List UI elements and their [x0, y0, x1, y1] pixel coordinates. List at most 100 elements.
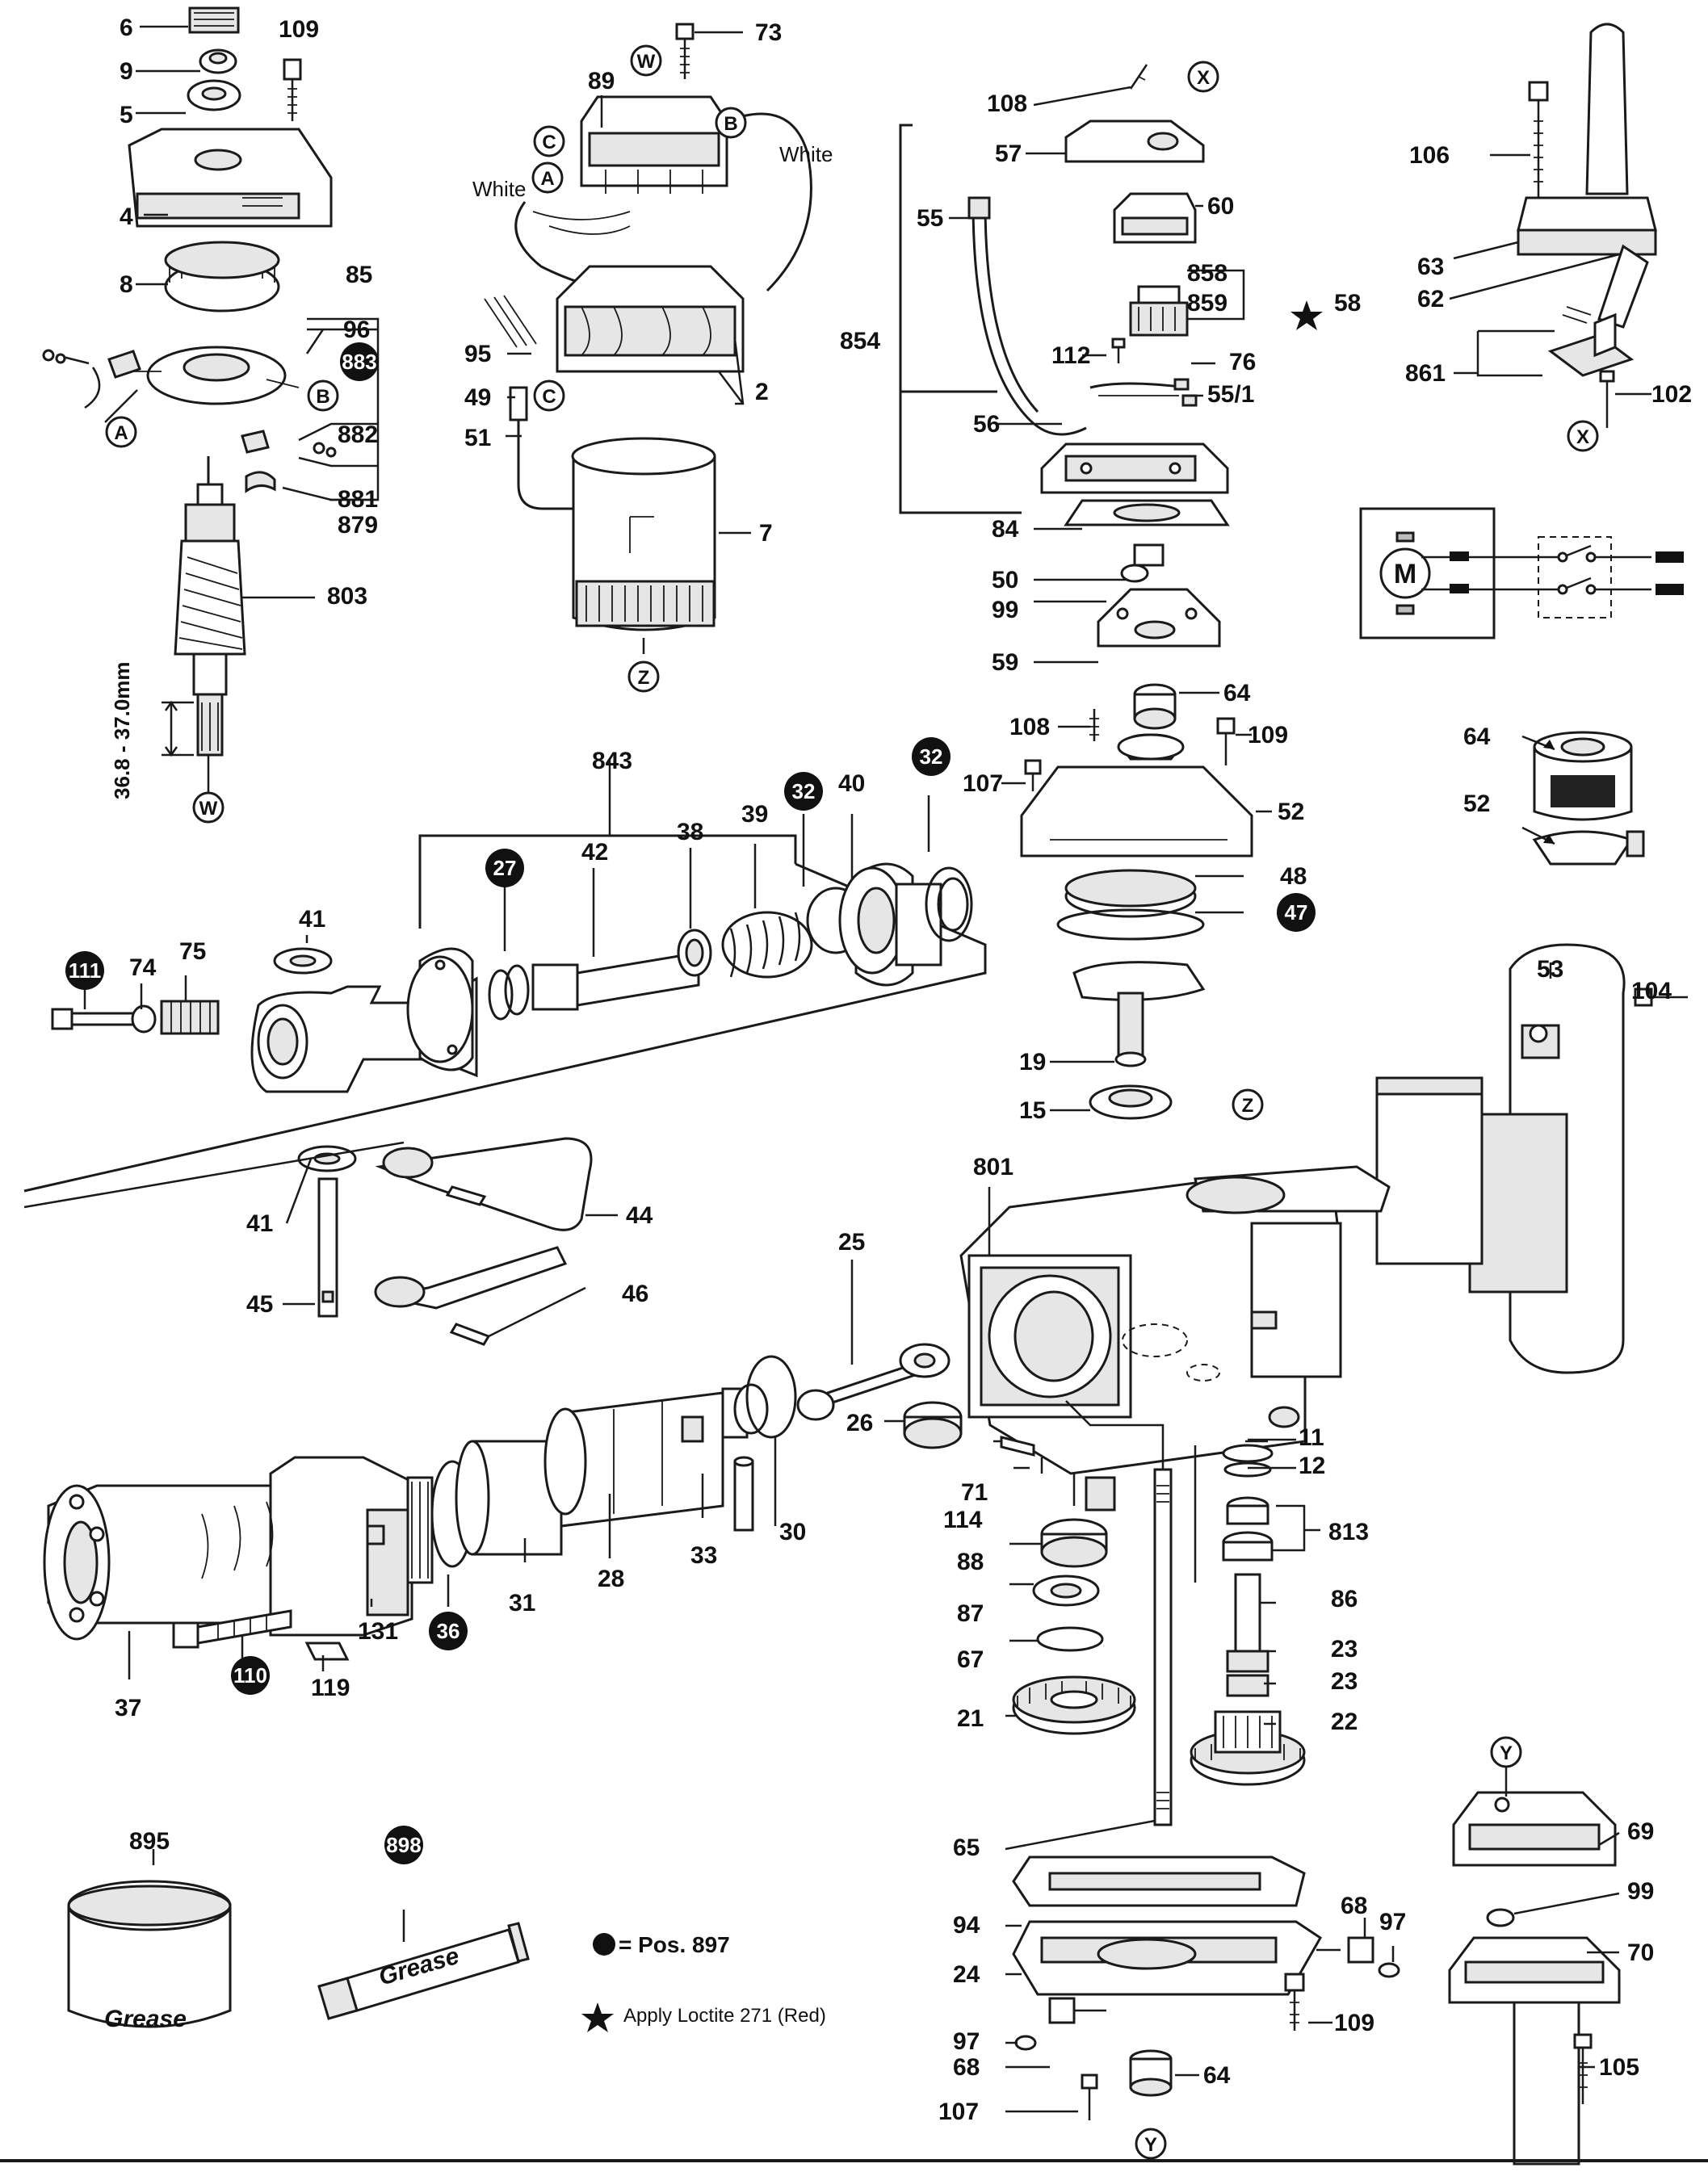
label-58: 58: [1334, 290, 1361, 317]
label-62: 62: [1417, 286, 1444, 312]
label-109: 109: [279, 16, 319, 43]
label-56: 56: [973, 411, 1000, 438]
label-22: 22: [1331, 1709, 1358, 1735]
label-895: 895: [129, 1828, 170, 1855]
label-131: 131: [358, 1618, 398, 1645]
label-5: 5: [120, 102, 133, 128]
label-4: 4: [120, 203, 133, 230]
ref-Y-right: Y: [1500, 1742, 1513, 1764]
label-32-right: 32: [920, 744, 943, 769]
label-52-detail: 52: [1463, 790, 1490, 817]
dimension-label: 36.8 - 37.0mm: [110, 661, 134, 799]
label-108-top: 108: [987, 90, 1027, 117]
leaders-left-top: [104, 25, 380, 795]
label-36: 36: [437, 1619, 460, 1643]
label-85: 85: [346, 262, 372, 288]
label-64-bottom: 64: [1203, 2062, 1231, 2089]
label-32-left: 32: [792, 779, 816, 803]
label-33: 33: [690, 1542, 717, 1569]
label-28: 28: [598, 1566, 624, 1592]
label-109-mid: 109: [1248, 722, 1288, 748]
leaders-side: [1549, 962, 1653, 998]
label-42: 42: [581, 839, 608, 866]
bearing-detail: [1521, 731, 1645, 866]
cylinder-group: [43, 1137, 963, 1661]
label-108: 108: [1009, 714, 1050, 740]
label-45: 45: [246, 1291, 273, 1318]
label-24: 24: [953, 1961, 980, 1988]
label-51: 51: [464, 425, 491, 451]
switch-assembly-group: [899, 64, 1253, 1120]
ref-B-field: B: [724, 113, 737, 135]
wire-label-white-right: White: [779, 142, 833, 166]
label-65: 65: [953, 1834, 980, 1861]
label-119: 119: [311, 1675, 350, 1701]
label-75: 75: [179, 938, 206, 965]
label-25: 25: [838, 1229, 865, 1256]
label-30: 30: [779, 1519, 806, 1545]
label-27: 27: [493, 856, 517, 880]
label-67: 67: [957, 1646, 984, 1673]
label-12: 12: [1299, 1453, 1325, 1479]
label-89: 89: [588, 68, 615, 94]
legend-dot-text: = Pos. 897: [619, 1932, 730, 1957]
ref-Z-housing: Z: [1242, 1095, 1254, 1117]
label-87: 87: [957, 1600, 984, 1627]
grease-group: Grease Grease: [67, 1849, 530, 2032]
label-111: 111: [69, 958, 102, 983]
label-858: 858: [1187, 260, 1227, 287]
label-47: 47: [1285, 900, 1308, 925]
label-106: 106: [1409, 142, 1450, 169]
label-74: 74: [129, 954, 157, 981]
ref-Y-bottom: Y: [1144, 2134, 1157, 2156]
wire-label-white-left: White: [472, 177, 526, 201]
label-23-b: 23: [1331, 1668, 1358, 1695]
label-879: 879: [338, 512, 378, 539]
label-112: 112: [1051, 342, 1090, 369]
label-70: 70: [1627, 1939, 1654, 1966]
label-11: 11: [1299, 1424, 1324, 1451]
label-7: 7: [759, 520, 773, 547]
label-71: 71: [961, 1479, 988, 1506]
label-46: 46: [622, 1281, 648, 1307]
label-52: 52: [1278, 799, 1304, 825]
label-69: 69: [1627, 1818, 1654, 1845]
label-68-right: 68: [1341, 1893, 1367, 1919]
ref-W-top: W: [637, 51, 656, 73]
label-31: 31: [509, 1590, 535, 1616]
label-105: 105: [1599, 2054, 1639, 2081]
ref-X-top: X: [1197, 67, 1210, 89]
label-48: 48: [1280, 863, 1307, 890]
label-9: 9: [120, 58, 133, 85]
label-68-left: 68: [953, 2054, 980, 2081]
handle-top-group: [1517, 23, 1657, 412]
label-813: 813: [1328, 1519, 1369, 1545]
label-859: 859: [1187, 290, 1227, 317]
label-102: 102: [1651, 381, 1692, 408]
dot-labels: 883 47 27 32 32 111 36 110 898: [65, 342, 1316, 1864]
leaders-cylinder: [23, 1141, 904, 1679]
label-8: 8: [120, 271, 133, 298]
label-854: 854: [840, 328, 880, 354]
label-110: 110: [233, 1663, 267, 1688]
ref-B-left: B: [316, 386, 329, 408]
label-55-1: 55/1: [1207, 381, 1254, 408]
grease-tin-label: Grease: [104, 2006, 187, 2032]
label-76: 76: [1229, 349, 1256, 375]
label-99: 99: [992, 597, 1018, 623]
label-95: 95: [464, 341, 491, 367]
ref-C-top: C: [542, 132, 556, 153]
label-39: 39: [741, 801, 768, 828]
label-26: 26: [846, 1410, 873, 1436]
label-2: 2: [755, 379, 769, 405]
label-801: 801: [973, 1154, 1013, 1180]
label-88: 88: [957, 1549, 984, 1575]
leaders-switch: [949, 86, 1272, 1112]
label-44: 44: [626, 1202, 653, 1229]
legend-star-text: Apply Loctite 271 (Red): [623, 2005, 826, 2027]
label-86: 86: [1331, 1586, 1358, 1612]
label-99-bottom: 99: [1627, 1878, 1654, 1905]
leaders-top-center: [506, 31, 751, 654]
label-898: 898: [386, 1833, 421, 1857]
